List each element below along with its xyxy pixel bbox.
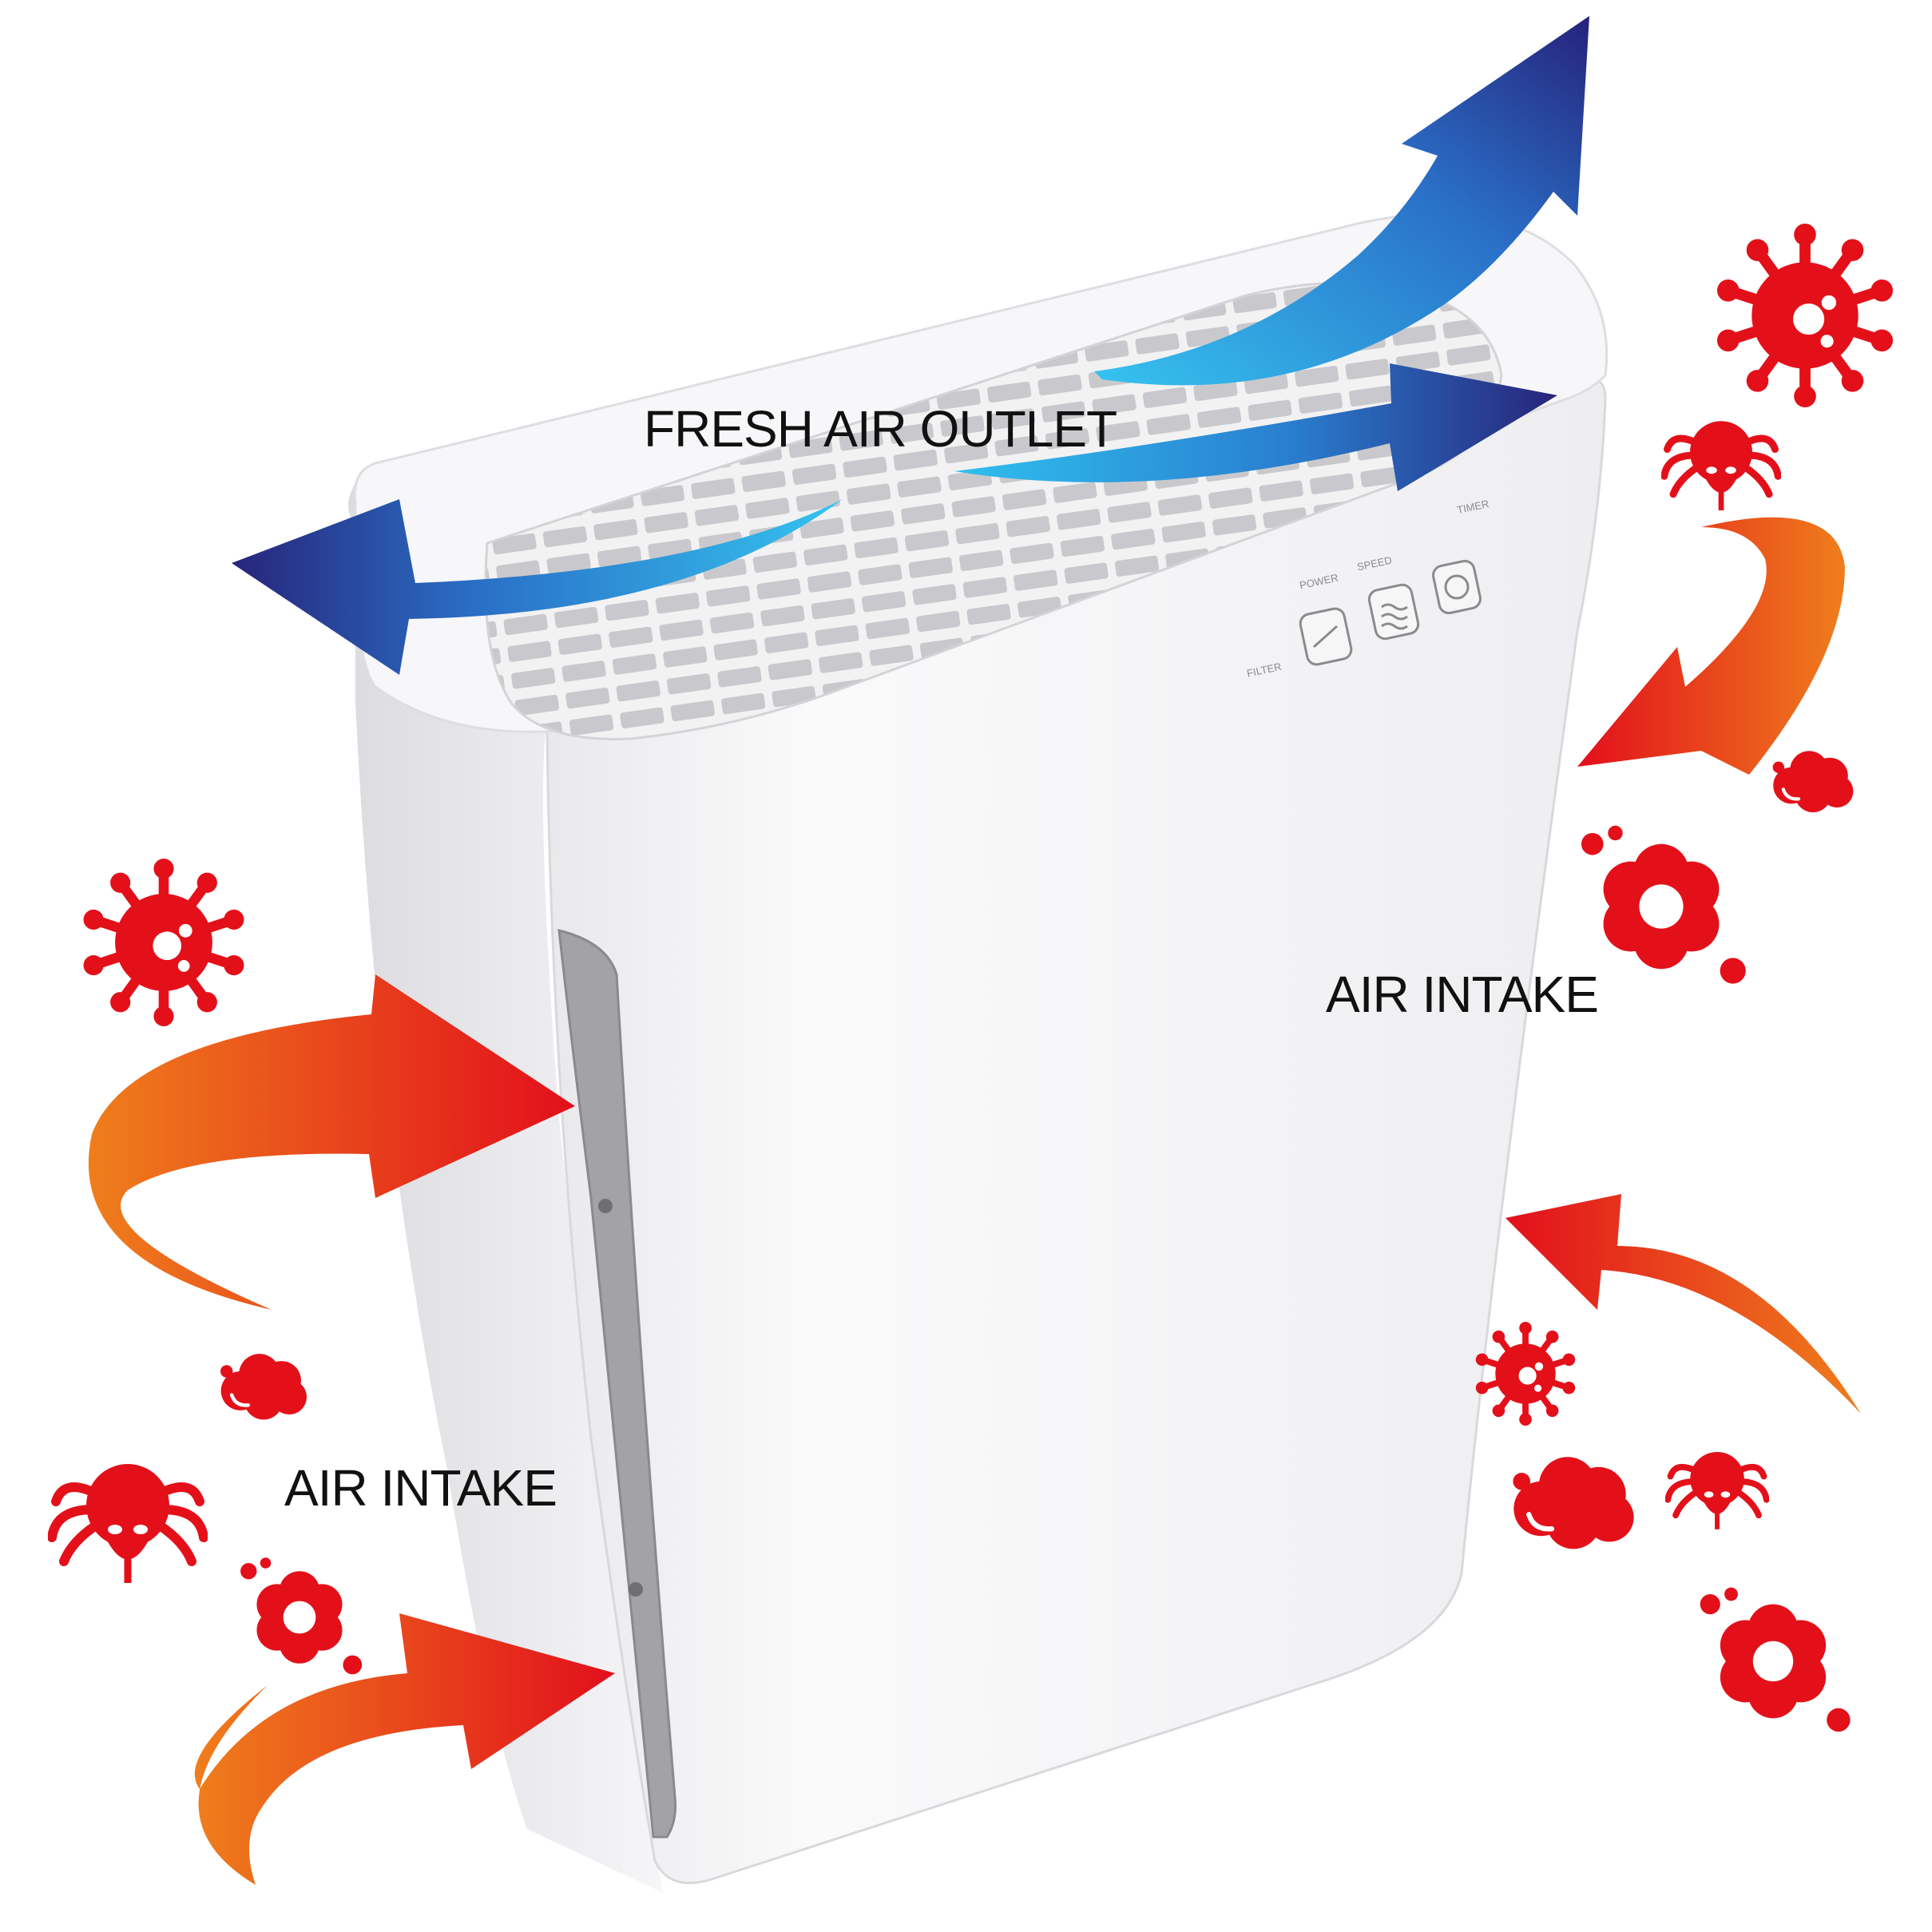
virus-icon xyxy=(1474,1322,1577,1426)
pollen-icon xyxy=(1700,1587,1851,1732)
fresh-air-outlet-label: FRESH AIR OUTLET xyxy=(644,400,1117,458)
fan-speed-icon[interactable] xyxy=(1367,583,1420,641)
outlet-arrow-up-right xyxy=(1094,16,1589,386)
dust-cloud-icon xyxy=(220,1354,307,1419)
dust-cloud-icon xyxy=(1773,751,1854,812)
dust-cloud-icon xyxy=(1513,1457,1633,1549)
handle-screw-bottom xyxy=(629,1582,643,1597)
dust-mite-icon xyxy=(1664,421,1779,510)
air-intake-right-label: AIR INTAKE xyxy=(1326,966,1599,1023)
dust-mite-icon xyxy=(1668,1452,1767,1529)
purifier-side-panel xyxy=(348,483,663,1893)
intake-arrow-lower-left xyxy=(194,1613,616,1885)
intake-arrows xyxy=(88,517,1861,1885)
outlet-arrows xyxy=(232,16,1589,675)
outlet-arrow-right xyxy=(954,363,1557,491)
intake-arrow-upper-left xyxy=(88,974,575,1310)
handle-screw-top xyxy=(598,1199,613,1213)
dust-mite-icon xyxy=(52,1464,204,1583)
timer-icon[interactable] xyxy=(1431,559,1482,615)
fan-speed-glyph xyxy=(1381,603,1408,630)
control-panel: POWER SPEED TIMER FILTER xyxy=(1246,498,1490,680)
virus-icon xyxy=(1714,224,1895,407)
pollen-icon xyxy=(240,1557,363,1675)
power-symbol-glyph xyxy=(1312,625,1339,649)
pollen-icon xyxy=(1581,825,1746,984)
virus-icon xyxy=(81,859,247,1026)
intake-arrow-upper-right xyxy=(1577,517,1845,775)
intake-arrow-lower-right xyxy=(1506,1194,1861,1414)
air-intake-left-label: AIR INTAKE xyxy=(284,1459,557,1517)
outlet-arrow-left xyxy=(232,499,843,675)
timer-glyph xyxy=(1444,574,1470,600)
side-grip-handle xyxy=(557,929,676,1839)
